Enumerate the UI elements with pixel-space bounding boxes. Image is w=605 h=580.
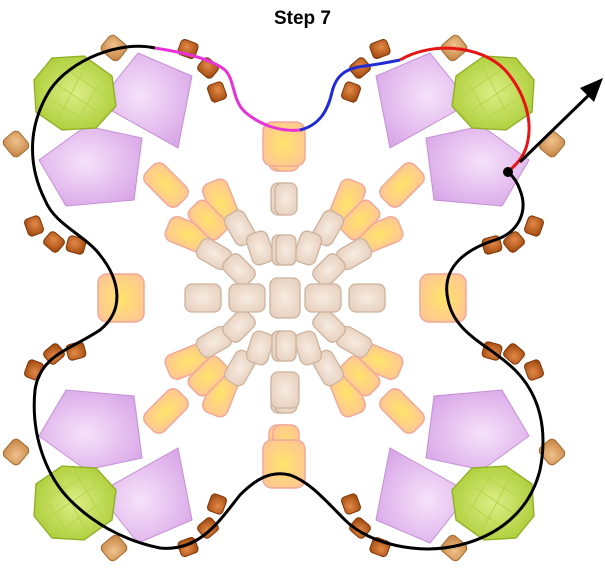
step-title: Step 7: [273, 8, 332, 29]
bead-quadrant-top-left: [0, 32, 296, 290]
bead-quadrant-bottom-left: [0, 306, 296, 564]
thread-new-magenta: [154, 46, 301, 132]
thread-new-blue: [299, 58, 401, 132]
thread-new-red: [399, 46, 531, 174]
bead-quadrant-bottom-right: [272, 306, 568, 564]
arrow-up-right-icon: [518, 78, 603, 164]
thread-existing-black: [31, 44, 545, 551]
dot-icon: [503, 167, 513, 177]
